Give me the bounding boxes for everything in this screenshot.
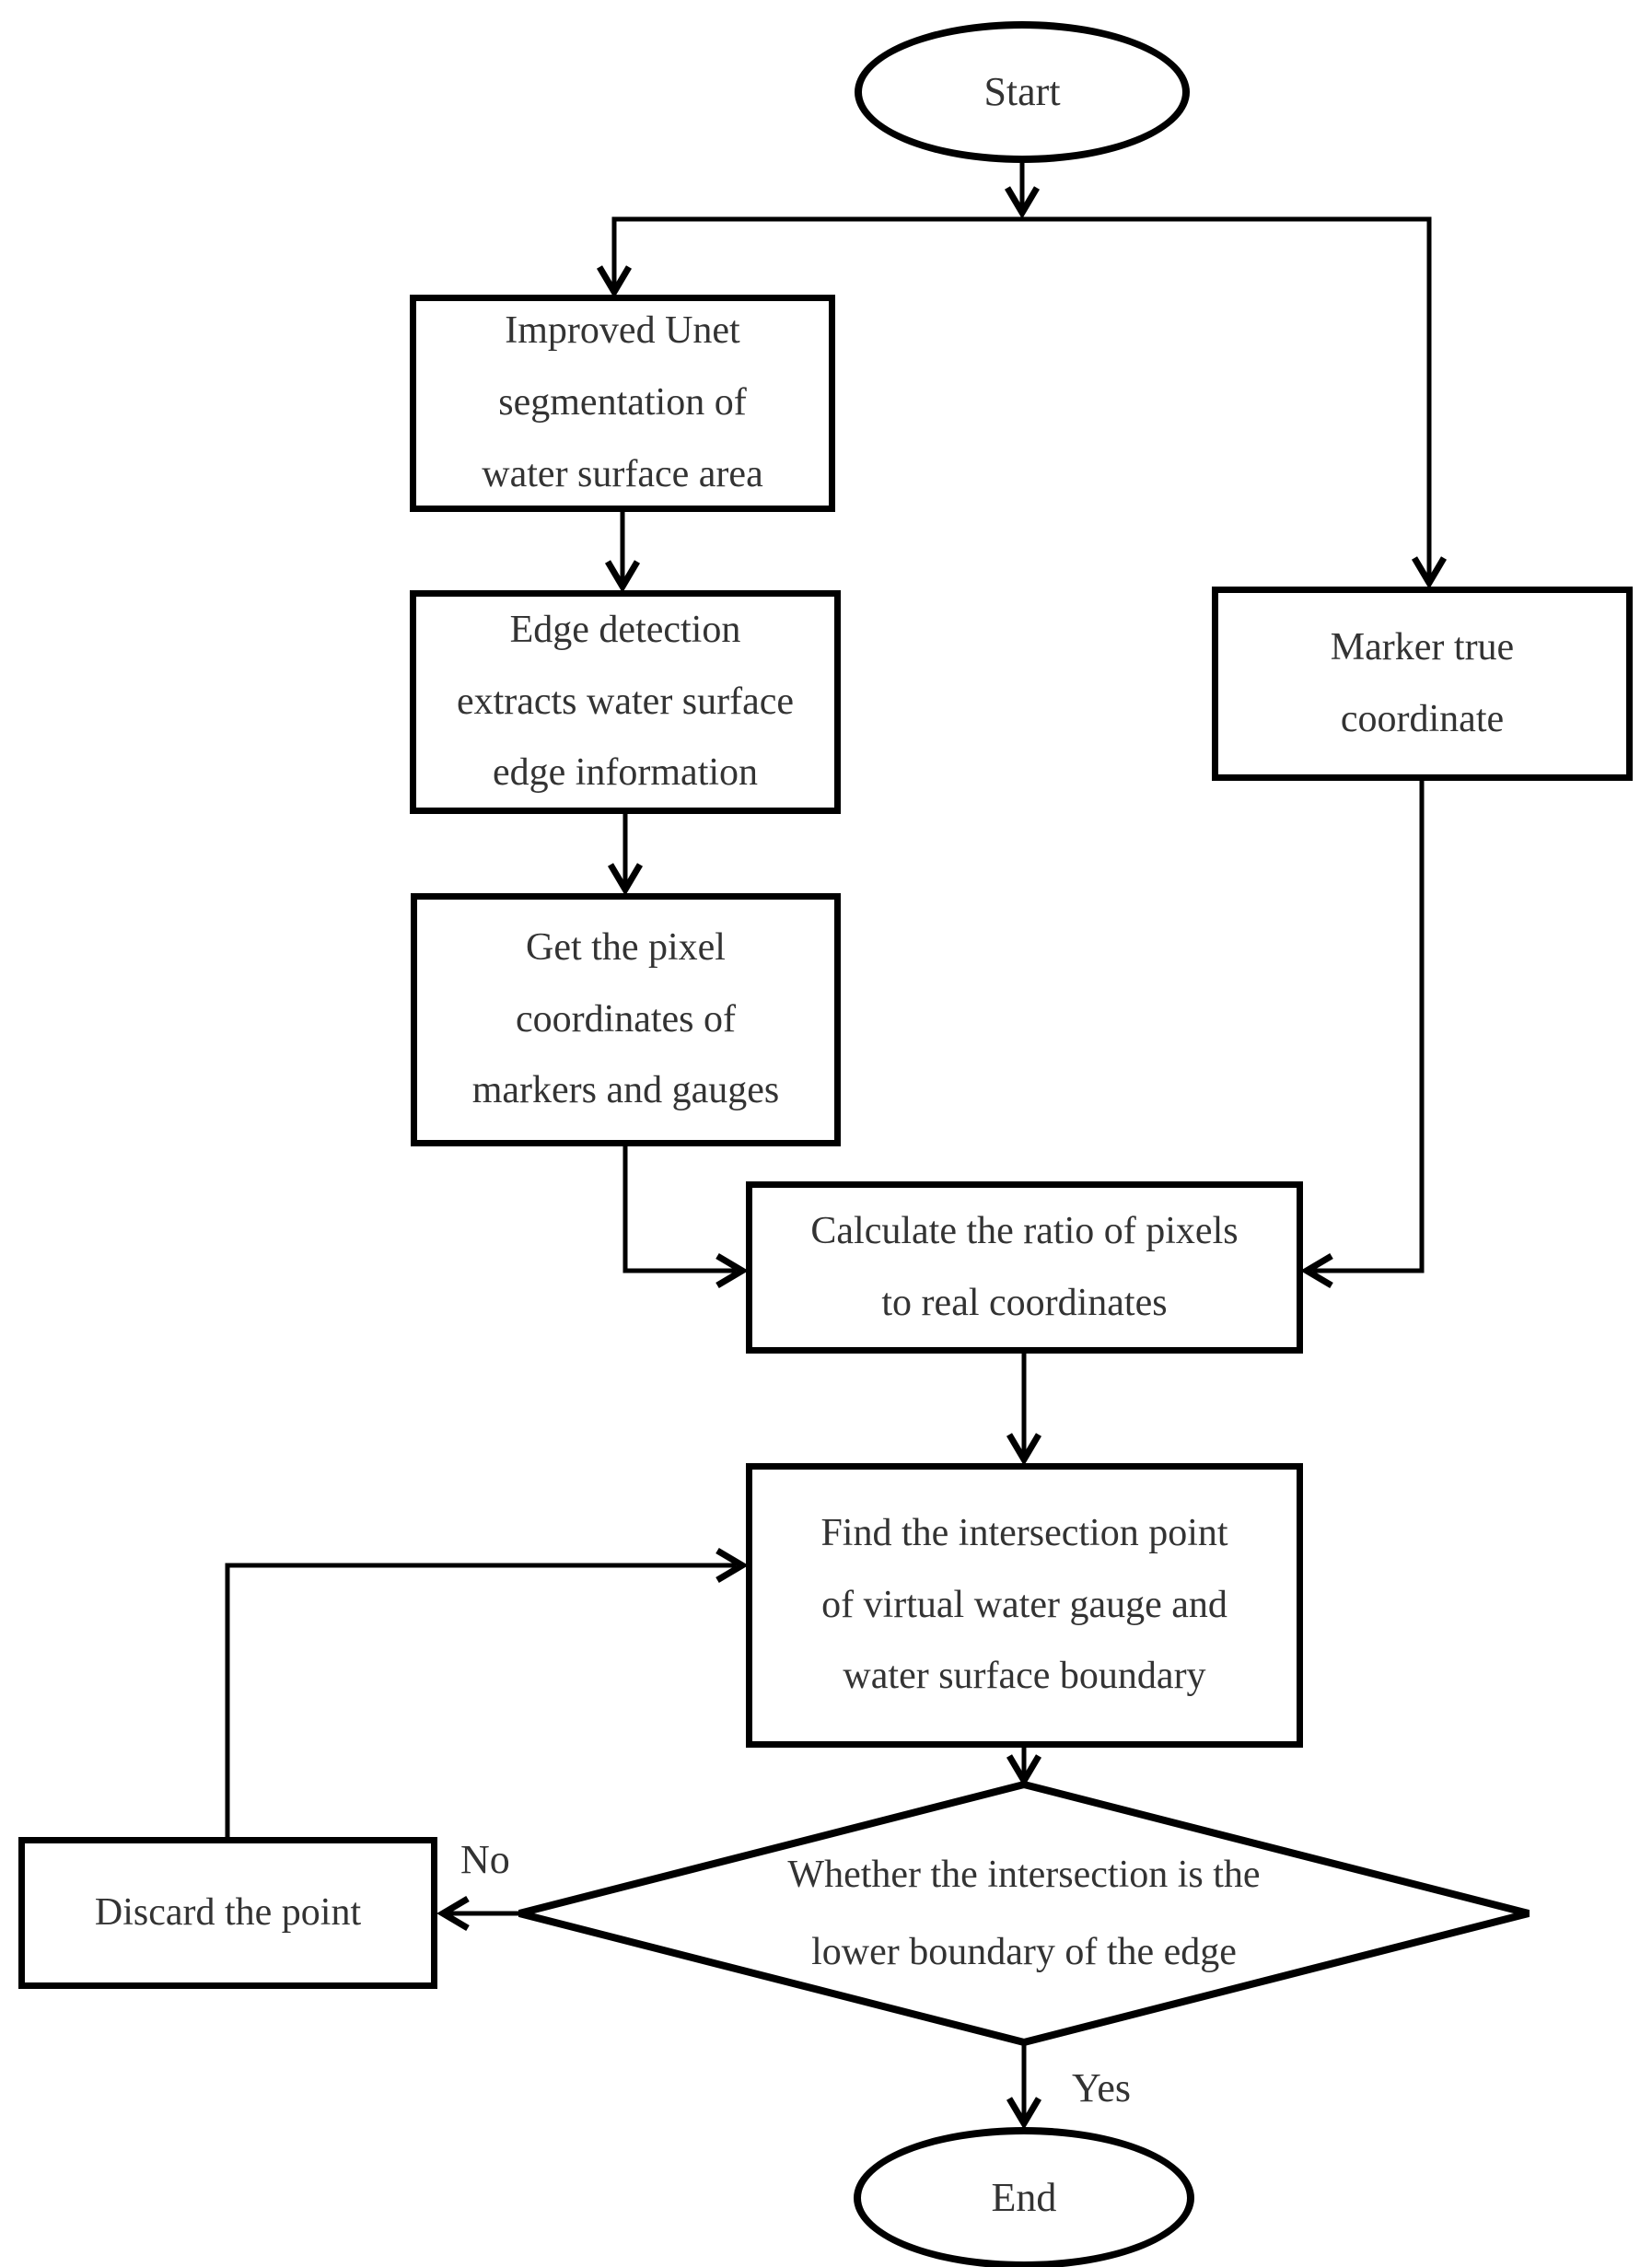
edge-label-yes: Yes [1072, 2065, 1132, 2110]
node-marker-true-label: Marker true coordinate [1330, 625, 1515, 740]
node-decision-label: Whether the intersection is the lower bo… [787, 1854, 1261, 1973]
node-end: End [854, 2127, 1194, 2267]
edge-unet-to-edgedetect [604, 512, 641, 593]
node-find-intersection: Find the intersection point of virtual w… [746, 1463, 1303, 1748]
node-calculate-ratio-label: Calculate the ratio of pixels to real co… [810, 1209, 1239, 1324]
node-start: Start [855, 21, 1190, 163]
node-get-pixel-label: Get the pixel coordinates of markers and… [471, 925, 780, 1112]
edge-getpixel-to-calculate [622, 1146, 749, 1289]
node-edge-detection-label: Edge detection extracts water surface ed… [456, 608, 795, 795]
node-discard-label: Discard the point [94, 1890, 362, 1934]
node-end-label: End [991, 2175, 1057, 2221]
node-get-pixel: Get the pixel coordinates of markers and… [411, 893, 841, 1146]
node-improved-unet: Improved Unet segmentation of water surf… [410, 295, 835, 512]
node-marker-true: Marker true coordinate [1212, 587, 1633, 781]
node-discard: Discard the point [18, 1837, 437, 1989]
node-edge-detection: Edge detection extracts water surface ed… [410, 590, 841, 814]
node-calculate-ratio: Calculate the ratio of pixels to real co… [746, 1181, 1303, 1354]
edge-discard-loop-to-find [225, 1547, 749, 1837]
edge-marker-to-calculate [1300, 781, 1425, 1289]
edge-decision-to-end-yes [1006, 2042, 1042, 2130]
edge-edgedetect-to-getpixel [607, 814, 644, 896]
node-find-intersection-label: Find the intersection point of virtual w… [820, 1511, 1228, 1698]
edge-find-to-decision [1006, 1748, 1042, 1787]
edge-start-to-split [1004, 163, 1041, 219]
edge-decision-to-discard-no [436, 1895, 519, 1932]
edge-label-no: No [460, 1837, 510, 1882]
node-decision-label-block: Whether the intersection is the lower bo… [589, 1834, 1459, 1993]
node-improved-unet-label: Improved Unet segmentation of water surf… [482, 309, 763, 495]
edge-calculate-to-find [1006, 1354, 1042, 1466]
node-start-label: Start [983, 69, 1061, 115]
edge-split-branches [596, 216, 1448, 589]
